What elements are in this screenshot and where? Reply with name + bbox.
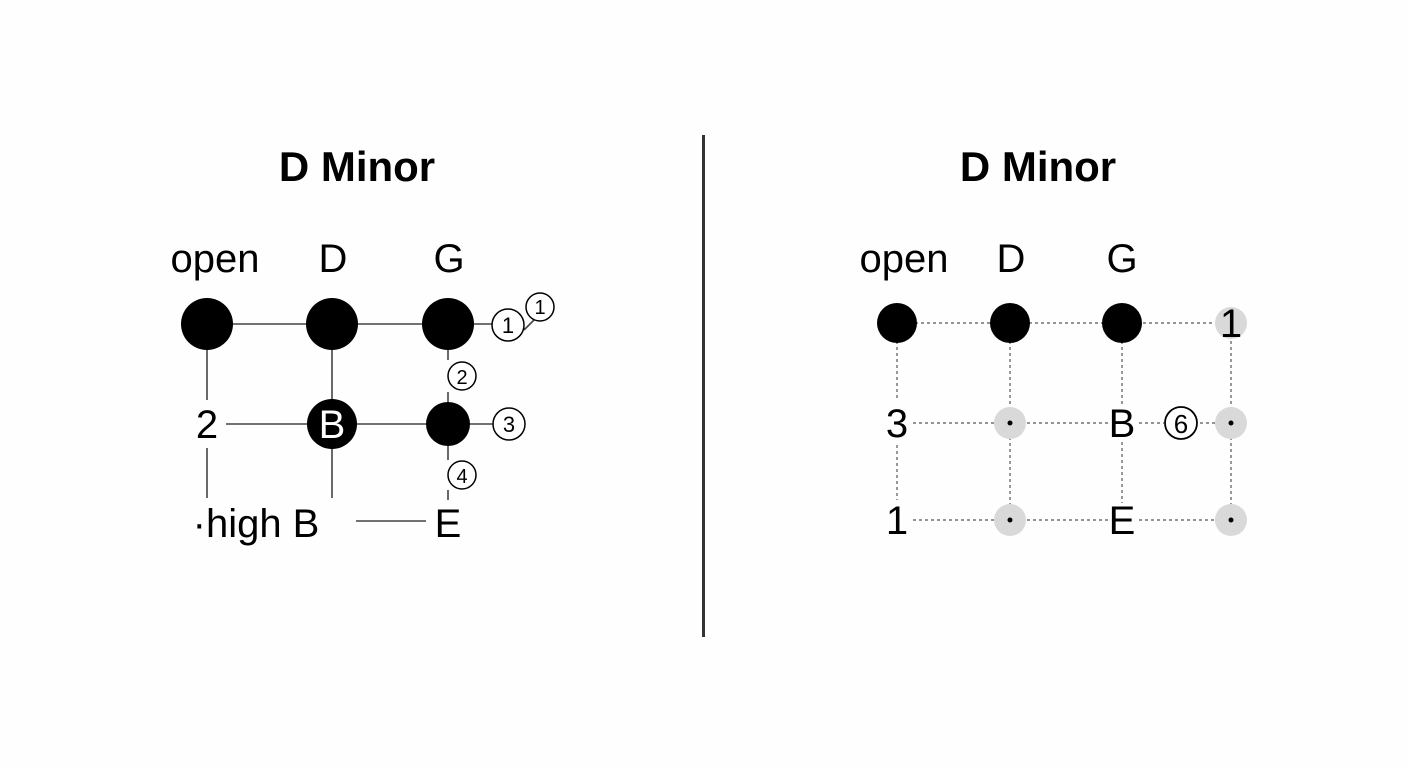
left-row2-label: 2 [196, 403, 218, 447]
dot-g-top [422, 298, 474, 350]
dot-open-top [181, 298, 233, 350]
left-finger-dots [181, 298, 474, 449]
right-header-g: G [1106, 237, 1138, 281]
circled-1a: 1 [502, 313, 514, 338]
right-top-right-label: 1 [1220, 302, 1242, 346]
right-header-d: D [996, 237, 1026, 281]
right-e-label: E [1109, 499, 1136, 543]
left-header-open: open [170, 237, 260, 281]
left-high-b-label: ·high B [193, 502, 320, 546]
circled-2: 2 [456, 367, 467, 389]
left-e-label: E [435, 502, 462, 546]
panel-divider [702, 135, 705, 637]
circled-4: 4 [456, 466, 467, 488]
left-header-d: D [318, 237, 348, 281]
left-header-g: G [433, 237, 465, 281]
left-chord-title: D Minor [278, 143, 436, 190]
right-chord-title: D Minor [959, 143, 1117, 190]
right-b-label: B [1109, 402, 1136, 446]
dot-b [307, 399, 357, 449]
right-circled-6: 6 [1174, 409, 1188, 439]
right-row3-label: 1 [886, 499, 908, 543]
right-header-open: open [859, 237, 949, 281]
right-row2-label: 3 [886, 402, 908, 446]
dot-d-top [306, 298, 358, 350]
circled-1b: 1 [534, 297, 545, 319]
circled-3: 3 [503, 412, 515, 437]
dot-g-mid [426, 402, 470, 446]
left-b-label: B [319, 403, 346, 447]
